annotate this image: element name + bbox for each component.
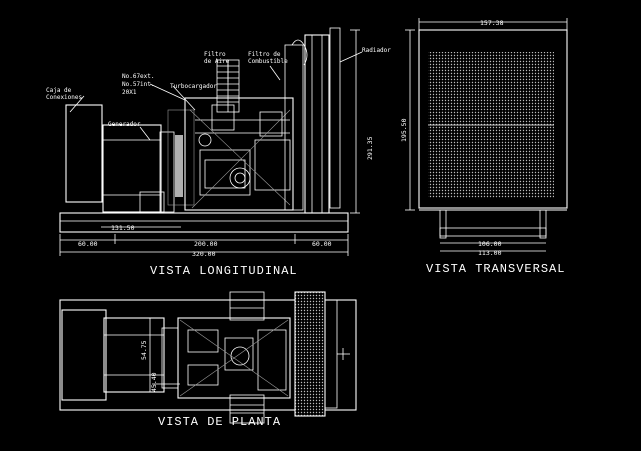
callout-filtro-comb-1: Filtro de [248, 51, 281, 58]
callout-filtro-aire-1: Filtro [204, 51, 226, 58]
dim-60-b: 60.00 [312, 240, 332, 248]
title-vista-transversal: VISTA TRANSVERSAL [426, 262, 565, 276]
dim-195-50: 195.50 [400, 118, 408, 142]
view-plan: 54.75 45.40 VISTA DE PLANTA [59, 291, 357, 429]
plan-generator [103, 317, 165, 393]
callout-filtro-aire-2: de Aire [204, 58, 230, 65]
plan-engine [177, 291, 291, 424]
callout-turbo: Turbocargador [170, 83, 217, 90]
flywheel-hatch [175, 135, 183, 197]
view-longitudinal: Caja de Conexiones Generador No.67ext. N… [46, 27, 391, 278]
plan-connection-box [61, 309, 107, 401]
title-vista-longitudinal: VISTA LONGITUDINAL [150, 264, 298, 278]
dim-60-a: 60.00 [78, 240, 98, 248]
dim-plan-a: 54.75 [140, 340, 148, 360]
callout-spec-2: No.57int. [122, 81, 155, 88]
callout-caja-2: Conexiones [46, 94, 83, 101]
dim-320: 320.00 [192, 250, 216, 258]
dim-106: 106.00 [478, 240, 502, 248]
plan-base [59, 299, 357, 411]
dim-plan-b: 45.40 [150, 372, 158, 392]
callout-filtro-comb-2: Combustible [248, 58, 288, 65]
title-vista-planta: VISTA DE PLANTA [158, 415, 281, 429]
callout-caja-1: Caja de [46, 87, 72, 94]
connection-box [65, 104, 103, 203]
engine-block [184, 97, 294, 211]
callout-radiador: Radiador [362, 47, 391, 54]
generator-body [102, 124, 162, 213]
radiator-frame [418, 29, 568, 209]
dim-113: 113.00 [478, 249, 502, 257]
base-skid [59, 212, 349, 233]
callout-generador: Generador [108, 121, 141, 128]
dim-291-35: 291.35 [366, 136, 374, 160]
plan-radiator-mesh [295, 292, 325, 416]
callout-spec-3: 20X1 [122, 89, 137, 96]
callout-spec-1: No.67ext. [122, 73, 155, 80]
view-transversal: 157.38 195.50 106.00 113.00 VISTA TRANSV… [400, 18, 568, 276]
radiator-side [284, 27, 341, 214]
dim-200: 200.00 [194, 240, 218, 248]
dim-131-50: 131.50 [111, 224, 135, 232]
dim-157-38: 157.38 [480, 19, 504, 27]
